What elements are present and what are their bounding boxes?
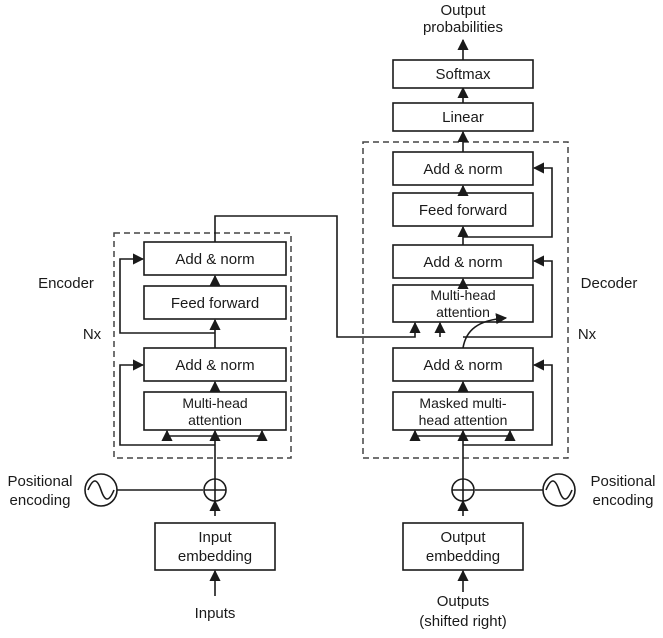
output-embedding-line1: Output	[440, 529, 486, 546]
decoder-multi-head-attention: Multi-head attention	[392, 284, 534, 323]
decoder-masked-label-line2: head attention	[419, 412, 508, 428]
outputs-label-line2: (shifted right)	[419, 613, 507, 630]
decoder-masked-label-line1: Masked multi-	[419, 395, 506, 411]
decoder-label: Decoder	[581, 275, 638, 292]
output-embedding-line2: embedding	[426, 548, 500, 565]
encoder-feed-forward-label: Feed forward	[171, 295, 259, 312]
encoder-attention-label-line2: attention	[188, 412, 242, 428]
input-embedding: Input embedding	[154, 522, 276, 571]
linear-layer: Linear	[392, 102, 534, 132]
output-probabilities-line1: Output	[440, 2, 486, 19]
encoder-add-norm-top-label: Add & norm	[175, 251, 254, 268]
encoder-connections	[119, 215, 446, 516]
encoder-stack-boundary	[113, 232, 292, 459]
encoder-nx-label: Nx	[83, 326, 102, 343]
input-embedding-line1: Input	[198, 529, 232, 546]
positional-encoding-right-line2: encoding	[593, 492, 654, 509]
outputs-label-line1: Outputs	[437, 593, 490, 610]
decoder-feed-forward: Feed forward	[392, 192, 534, 227]
output-embedding: Output embedding	[402, 522, 524, 571]
decoder-add-norm-top-label: Add & norm	[423, 161, 502, 178]
output-probabilities-line2: probabilities	[423, 19, 503, 36]
encoder-add-norm-top: Add & norm	[143, 241, 287, 276]
encoder-multi-head-attention: Multi-head attention	[143, 391, 287, 431]
decoder-masked-attention: Masked multi- head attention	[392, 391, 534, 431]
input-embedding-line2: embedding	[178, 548, 252, 565]
positional-encoding-right: Positional encoding	[451, 473, 656, 509]
positional-encoding-left: Positional encoding	[7, 473, 227, 509]
softmax-label: Softmax	[435, 66, 491, 83]
sine-wave-curve	[545, 480, 573, 500]
decoder-feed-forward-label: Feed forward	[419, 202, 507, 219]
decoder-attention-label-line2: attention	[436, 304, 490, 320]
encoder-add-norm-bottom: Add & norm	[143, 347, 287, 382]
sine-wave-curve	[87, 480, 115, 500]
linear-label: Linear	[442, 109, 484, 126]
encoder-attention-label-line1: Multi-head	[182, 395, 247, 411]
decoder-attention-label-line1: Multi-head	[430, 287, 495, 303]
decoder-add-norm-bottom: Add & norm	[392, 347, 534, 382]
decoder-add-norm-mid-label: Add & norm	[423, 254, 502, 271]
decoder-add-norm-bottom-label: Add & norm	[423, 357, 502, 374]
encoder-label: Encoder	[38, 275, 94, 292]
encoder-add-norm-bottom-label: Add & norm	[175, 357, 254, 374]
decoder-add-norm-top: Add & norm	[392, 151, 534, 186]
positional-encoding-left-line2: encoding	[10, 492, 71, 509]
inputs-label: Inputs	[195, 605, 236, 622]
decoder-add-norm-mid: Add & norm	[392, 244, 534, 279]
softmax-layer: Softmax	[392, 59, 534, 89]
decoder-nx-label: Nx	[578, 326, 597, 343]
encoder-feed-forward: Feed forward	[143, 285, 287, 320]
positional-encoding-left-line1: Positional	[7, 473, 72, 490]
positional-encoding-right-line1: Positional	[590, 473, 655, 490]
decoder-connections	[409, 38, 553, 516]
